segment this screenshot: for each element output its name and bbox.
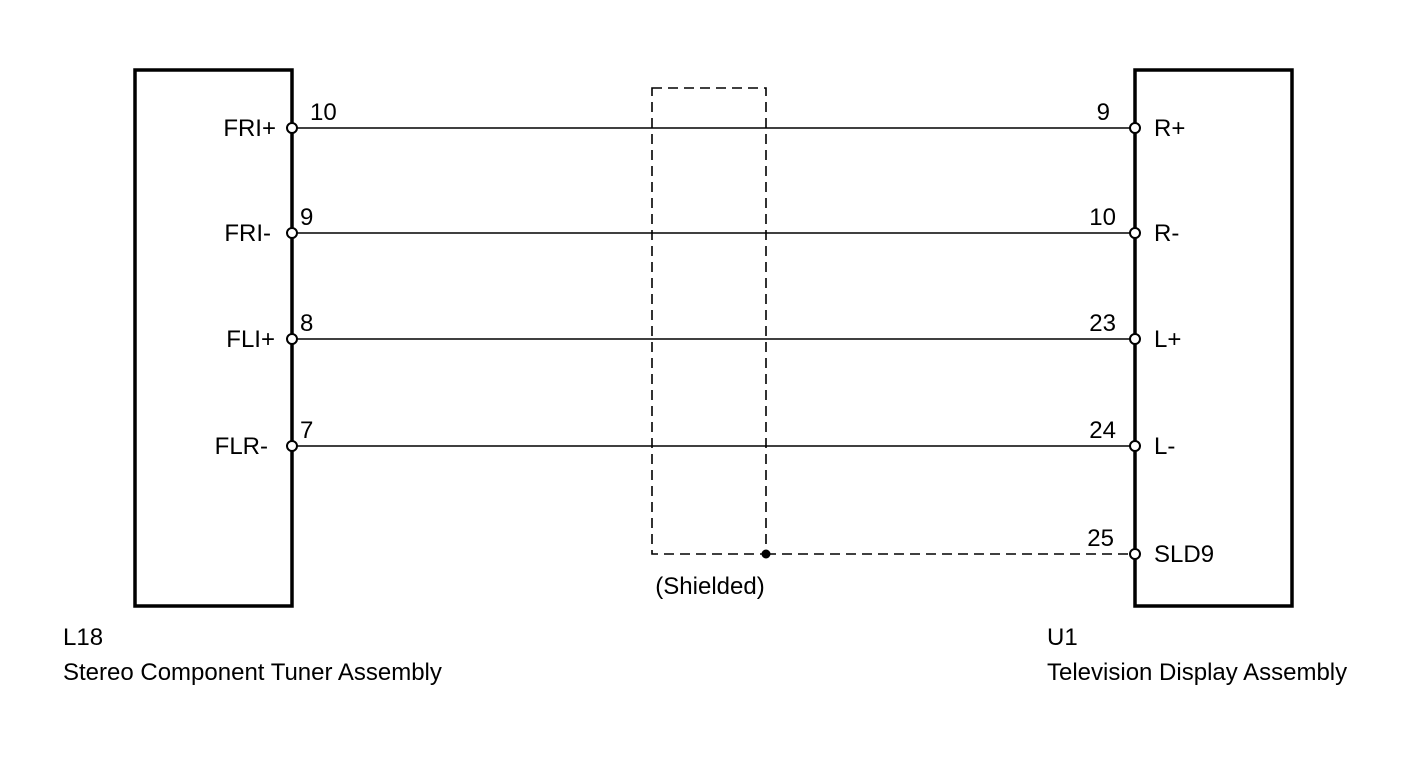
shield-outline xyxy=(651,87,767,555)
left-component-id: L18 xyxy=(63,624,103,651)
right-signal-label: R+ xyxy=(1154,115,1185,142)
right-component-name: Television Display Assembly xyxy=(1047,659,1347,686)
connection-row-2: FLI+ 8 23 L+ xyxy=(226,310,1181,353)
right-signal-label: R- xyxy=(1154,220,1179,247)
shield-pin-number: 25 xyxy=(1087,525,1114,552)
connection-row-1: FRI- 9 10 R- xyxy=(224,204,1179,247)
right-signal-label: L- xyxy=(1154,433,1175,460)
left-pin-terminal xyxy=(286,440,298,452)
left-pin-number: 7 xyxy=(300,417,313,444)
connection-row-0: FRI+ 10 9 R+ xyxy=(223,99,1185,142)
left-pin-terminal xyxy=(286,227,298,239)
left-pin-number: 9 xyxy=(300,204,313,231)
left-signal-label: FLR- xyxy=(215,433,268,460)
left-signal-label: FRI+ xyxy=(223,115,276,142)
right-pin-number: 24 xyxy=(1089,417,1116,444)
right-pin-number: 23 xyxy=(1089,310,1116,337)
right-signal-label: L+ xyxy=(1154,326,1181,353)
shield-label: (Shielded) xyxy=(655,573,764,600)
shield-pin-label: SLD9 xyxy=(1154,541,1214,568)
left-pin-number: 8 xyxy=(300,310,313,337)
shield-junction-dot xyxy=(761,549,771,559)
left-signal-label: FRI- xyxy=(224,220,271,247)
right-pin-terminal xyxy=(1129,227,1141,239)
right-component-id: U1 xyxy=(1047,624,1078,651)
left-pin-terminal xyxy=(286,333,298,345)
shield-pin-terminal xyxy=(1129,548,1141,560)
right-pin-terminal xyxy=(1129,122,1141,134)
right-pin-number: 9 xyxy=(1097,99,1110,126)
right-pin-number: 10 xyxy=(1089,204,1116,231)
right-pin-terminal xyxy=(1129,333,1141,345)
right-pin-terminal xyxy=(1129,440,1141,452)
left-pin-terminal xyxy=(286,122,298,134)
left-component-name: Stereo Component Tuner Assembly xyxy=(63,659,442,686)
left-signal-label: FLI+ xyxy=(226,326,275,353)
connection-row-3: FLR- 7 24 L- xyxy=(215,417,1176,460)
left-pin-number: 10 xyxy=(310,99,337,126)
